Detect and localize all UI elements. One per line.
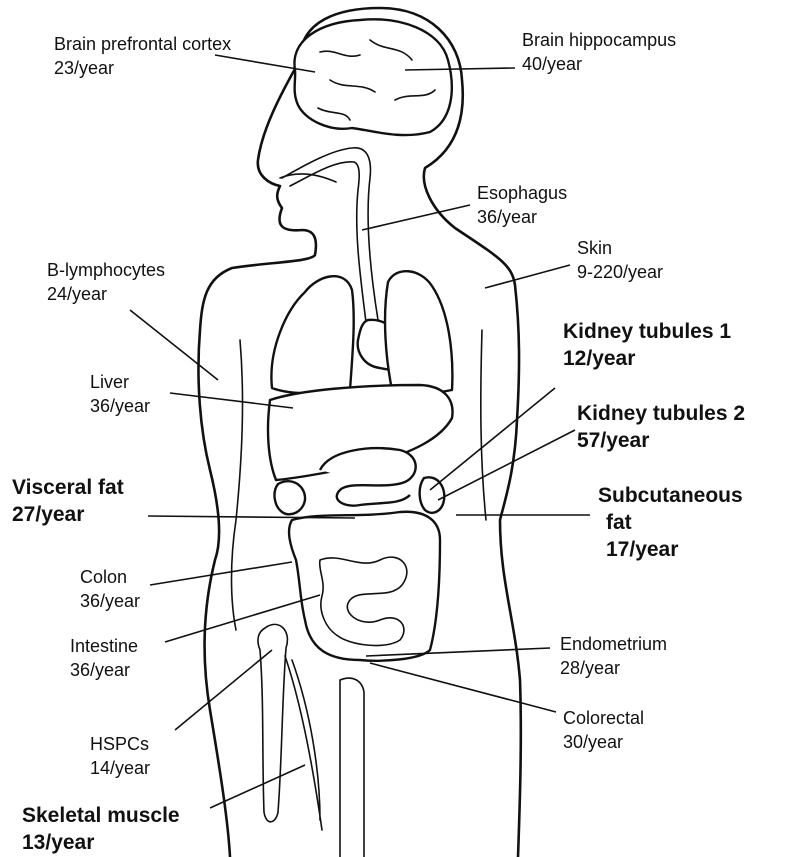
label-name: B-lymphocytes xyxy=(47,258,165,282)
label-name-line1: Subcutaneous xyxy=(598,482,743,509)
leader-skin xyxy=(485,265,570,288)
label-name: HSPCs xyxy=(90,732,150,756)
kidney-right xyxy=(420,477,445,512)
label-colon: Colon 36/year xyxy=(80,565,140,613)
colon-shape xyxy=(289,512,440,661)
label-b-lymphocytes: B-lymphocytes 24/year xyxy=(47,258,165,306)
label-endometrium: Endometrium 28/year xyxy=(560,632,667,680)
leader-intestine xyxy=(165,595,320,642)
label-name: Intestine xyxy=(70,634,138,658)
leader-colorectal xyxy=(370,663,556,712)
label-rate: 36/year xyxy=(90,394,150,418)
label-rate: 13/year xyxy=(22,829,180,856)
label-intestine: Intestine 36/year xyxy=(70,634,138,682)
lung-left xyxy=(271,276,353,393)
label-rate: 17/year xyxy=(598,536,743,563)
label-rate: 36/year xyxy=(70,658,138,682)
label-rate: 40/year xyxy=(522,52,676,76)
leader-colon xyxy=(150,562,292,585)
label-rate: 23/year xyxy=(54,56,231,80)
label-rate: 36/year xyxy=(477,205,567,229)
label-name: Brain hippocampus xyxy=(522,28,676,52)
label-rate: 9-220/year xyxy=(577,260,663,284)
label-name: Liver xyxy=(90,370,150,394)
label-rate: 27/year xyxy=(12,501,124,528)
label-skeletal-muscle: Skeletal muscle 13/year xyxy=(22,802,180,856)
label-kidney-tubules-2: Kidney tubules 2 57/year xyxy=(577,400,745,454)
lung-right xyxy=(385,271,452,393)
label-visceral-fat: Visceral fat 27/year xyxy=(12,474,124,528)
leg-muscle xyxy=(285,656,322,830)
label-subcutaneous-fat: Subcutaneous fat 17/year xyxy=(598,482,743,563)
label-rate: 24/year xyxy=(47,282,165,306)
brain-shape xyxy=(294,19,451,135)
label-name: Brain prefrontal cortex xyxy=(54,32,231,56)
label-brain-hippocampus: Brain hippocampus 40/year xyxy=(522,28,676,76)
label-name: Colon xyxy=(80,565,140,589)
label-rate: 30/year xyxy=(563,730,644,754)
label-name: Visceral fat xyxy=(12,474,124,501)
label-name: Kidney tubules 1 xyxy=(563,318,731,345)
label-name: Skeletal muscle xyxy=(22,802,180,829)
label-liver: Liver 36/year xyxy=(90,370,150,418)
label-skin: Skin 9-220/year xyxy=(577,236,663,284)
leader-skeletal-muscle xyxy=(210,765,305,808)
label-brain-prefrontal: Brain prefrontal cortex 23/year xyxy=(54,32,231,80)
label-name: Colorectal xyxy=(563,706,644,730)
label-name: Skin xyxy=(577,236,663,260)
label-name: Kidney tubules 2 xyxy=(577,400,745,427)
label-rate: 28/year xyxy=(560,656,667,680)
stomach-intestine xyxy=(320,448,416,505)
label-rate: 14/year xyxy=(90,756,150,780)
label-rate: 36/year xyxy=(80,589,140,613)
label-rate: 12/year xyxy=(563,345,731,372)
label-rate: 57/year xyxy=(577,427,745,454)
label-colorectal: Colorectal 30/year xyxy=(563,706,644,754)
label-name-line2: fat xyxy=(598,509,743,536)
label-hspcs: HSPCs 14/year xyxy=(90,732,150,780)
leader-hspcs xyxy=(175,650,272,730)
femur-bone xyxy=(258,624,287,821)
label-name: Endometrium xyxy=(560,632,667,656)
kidney-left xyxy=(275,481,306,514)
label-name: Esophagus xyxy=(477,181,567,205)
label-kidney-tubules-1: Kidney tubules 1 12/year xyxy=(563,318,731,372)
label-esophagus: Esophagus 36/year xyxy=(477,181,567,229)
